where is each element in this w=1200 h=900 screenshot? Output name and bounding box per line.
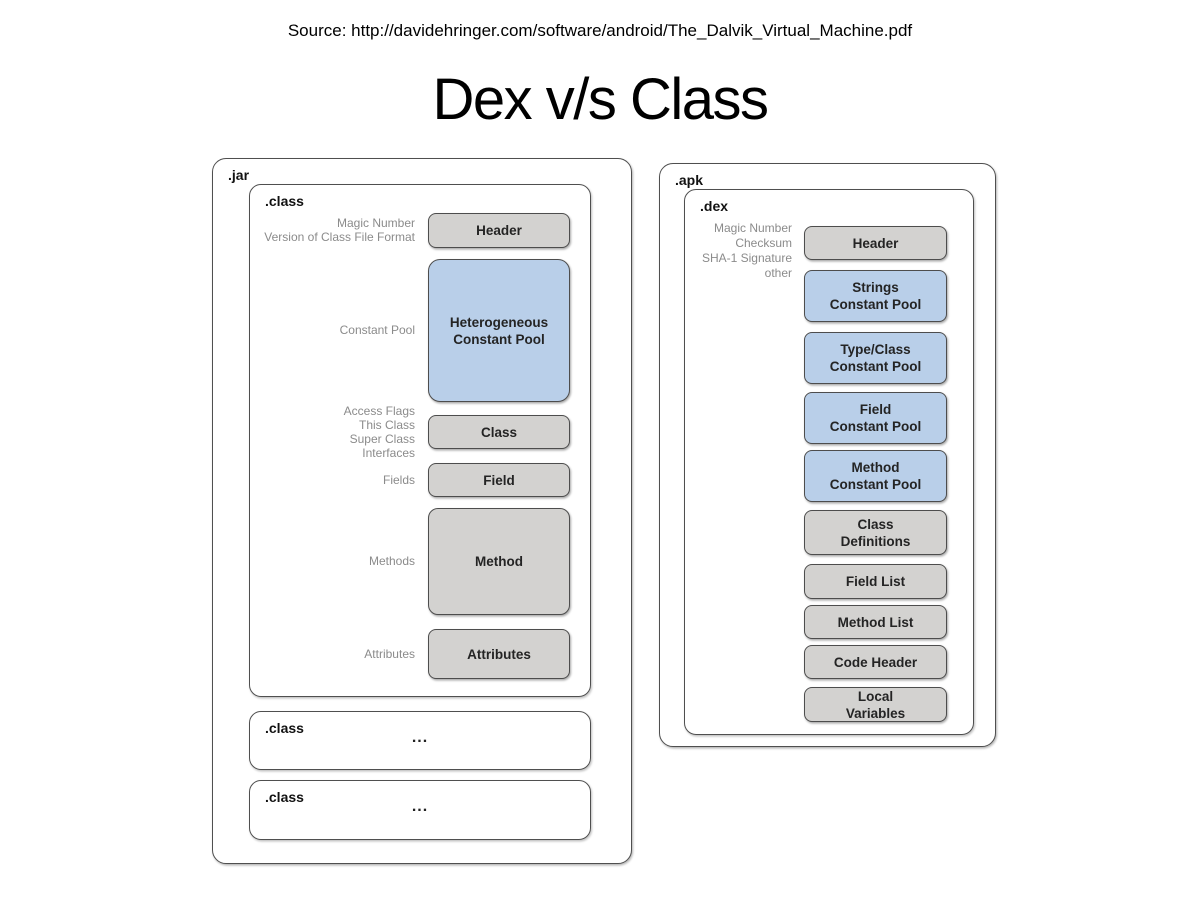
dex-header-fields-label: Magic Number Checksum SHA-1 Signature ot…: [701, 221, 792, 280]
dex-container: .dex Magic Number Checksum SHA-1 Signatu…: [684, 189, 974, 735]
source-line: Source: http://davidehringer.com/softwar…: [287, 21, 913, 40]
jar-row-label-class: Access Flags This Class Super Class Inte…: [343, 404, 415, 460]
jar-box-method: Method: [428, 508, 570, 615]
dex-box-class-definitions: Class Definitions: [804, 510, 947, 555]
class-container: .class Magic Number Version of Class Fil…: [249, 184, 591, 697]
jar-row-label-attributes: Attributes: [364, 647, 415, 661]
jar-container: .jar .class Magic Number Version of Clas…: [212, 158, 632, 864]
dex-box-method-constant-pool: Method Constant Pool: [804, 450, 947, 502]
dex-box-type-class-constant-pool: Type/Class Constant Pool: [804, 332, 947, 384]
jar-label: .jar: [228, 167, 250, 183]
dex-box-local-variables: Local Variables: [804, 687, 947, 722]
jar-row-label-heterogeneous-constant-pool: Constant Pool: [339, 323, 415, 337]
ellipsis: ...: [411, 729, 429, 746]
dex-box-code-header: Code Header: [804, 645, 947, 679]
class-label: .class: [265, 720, 304, 736]
jar-row-label-field: Fields: [382, 473, 415, 487]
dex-box-field-constant-pool: Field Constant Pool: [804, 392, 947, 444]
page-title: Dex v/s Class: [432, 67, 769, 132]
apk-container: .apk .dex Magic Number Checksum SHA-1 Si…: [659, 163, 996, 747]
jar-box-field: Field: [428, 463, 570, 497]
dex-box-strings-constant-pool: Strings Constant Pool: [804, 270, 947, 322]
jar-row-label-header: Magic Number Version of Class File Forma…: [264, 216, 415, 244]
dex-box-header: Header: [804, 226, 947, 260]
class-container-3: .class ...: [249, 780, 591, 840]
dex-box-method-list: Method List: [804, 605, 947, 639]
jar-box-class: Class: [428, 415, 570, 449]
jar-row-label-method: Methods: [368, 554, 415, 568]
class-label: .class: [265, 789, 304, 805]
jar-box-heterogeneous-constant-pool: Heterogeneous Constant Pool: [428, 259, 570, 402]
class-label: .class: [265, 193, 304, 209]
class-container-2: .class ...: [249, 711, 591, 770]
jar-box-attributes: Attributes: [428, 629, 570, 679]
apk-label: .apk: [675, 172, 704, 188]
dex-box-field-list: Field List: [804, 564, 947, 599]
dex-label: .dex: [700, 198, 729, 214]
ellipsis: ...: [411, 798, 429, 815]
jar-box-header: Header: [428, 213, 570, 248]
